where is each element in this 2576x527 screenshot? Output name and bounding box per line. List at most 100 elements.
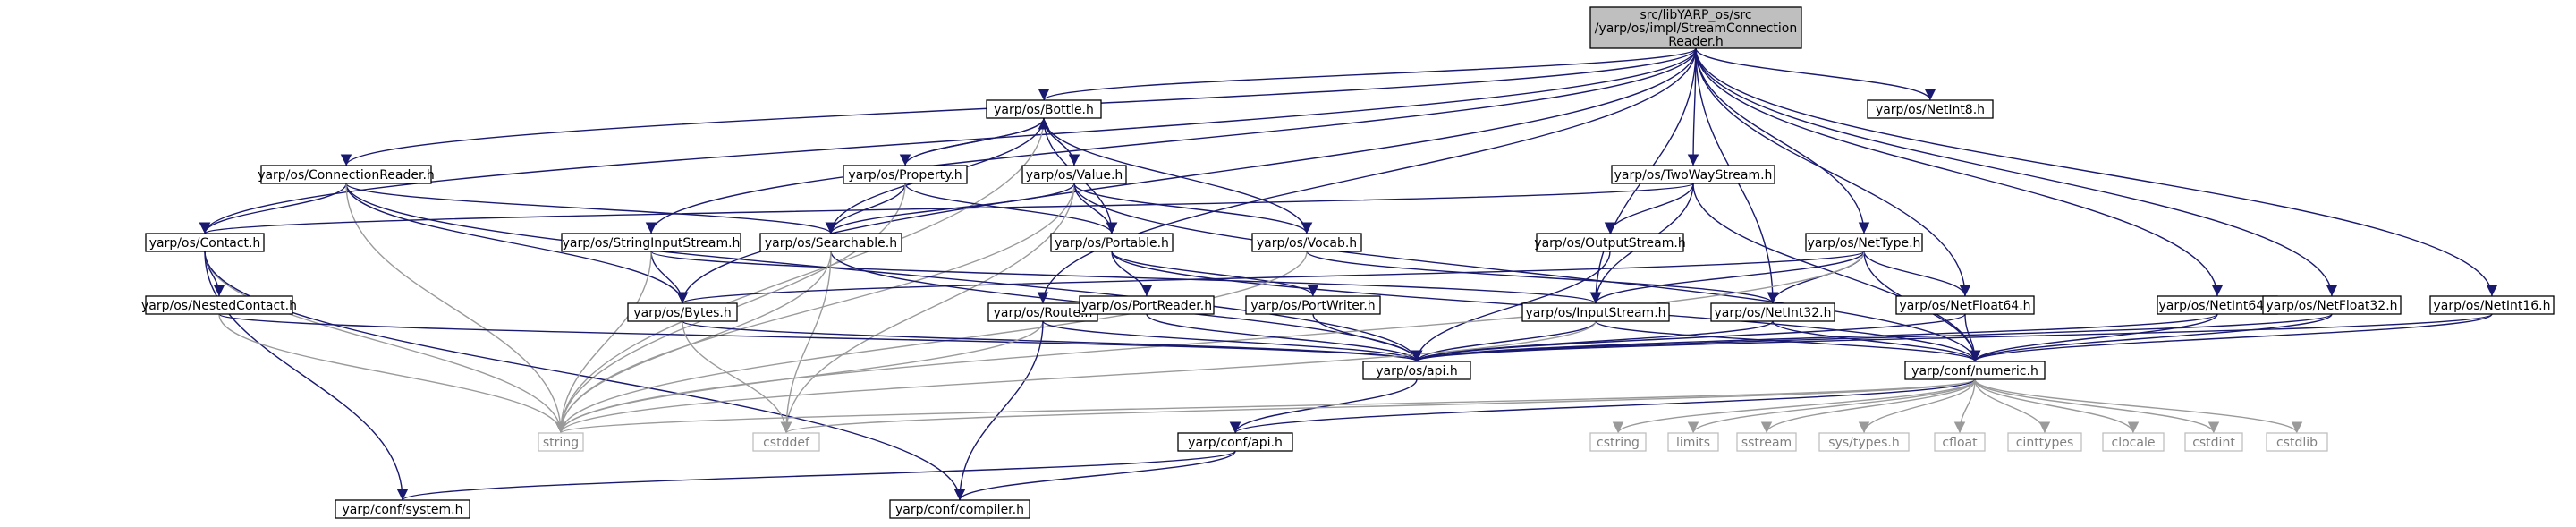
edge-inputstream-to-string — [555, 320, 1597, 434]
edge-property-to-portable — [904, 183, 1118, 234]
edge-nested-to-osapi — [218, 313, 1422, 362]
node-portable-box — [1050, 233, 1174, 252]
node-system-label-0: yarp/conf/system.h — [343, 503, 463, 517]
node-cfloat-box — [1934, 432, 1986, 452]
edge-numeric-to-cstdlib — [1974, 378, 2303, 434]
node-sstream-box — [1736, 432, 1797, 452]
edge-searchable-to-cstddef — [780, 251, 832, 434]
node-netint32-box — [1710, 302, 1835, 322]
edge-confapi-to-compiler — [953, 450, 1236, 501]
edge-numeric-to-cstdint — [1974, 378, 2220, 434]
node-connreader[interactable]: yarp/os/ConnectionReader.h — [258, 165, 435, 184]
edge-osapi-to-confapi — [1229, 378, 1418, 434]
node-clocale-box — [2102, 432, 2165, 452]
edge-bottle-to-string — [555, 117, 1045, 434]
node-confapi[interactable]: yarp/conf/api.h — [1177, 432, 1293, 452]
node-netfloat32[interactable]: yarp/os/NetFloat32.h — [2262, 295, 2402, 315]
edge-inputstream-to-osapi — [1411, 320, 1597, 362]
edge-portable-to-portwriter — [1111, 251, 1319, 297]
node-netint16[interactable]: yarp/os/NetInt16.h — [2429, 295, 2555, 315]
node-systypes-label-0: sys/types.h — [1828, 436, 1899, 450]
edge-route-to-string — [555, 320, 1044, 434]
node-searchable-label-0: yarp/os/Searchable.h — [765, 236, 897, 251]
edge-route-to-compiler — [953, 320, 1044, 501]
node-cstring: cstring — [1589, 432, 1647, 452]
node-clocale: clocale — [2102, 432, 2165, 452]
edge-netfloat32-to-osapi — [1411, 313, 2333, 362]
node-outstream[interactable]: yarp/os/OutputStream.h — [1534, 233, 1686, 252]
node-nettype-label-0: yarp/os/NetType.h — [1808, 236, 1921, 251]
node-cstdint-box — [2184, 432, 2243, 452]
edge-netfloat64-to-numeric — [1964, 313, 1981, 362]
node-numeric[interactable]: yarp/conf/numeric.h — [1904, 361, 2046, 380]
node-netint8[interactable]: yarp/os/NetInt8.h — [1867, 99, 1994, 119]
edge-value-to-vocab — [1073, 183, 1313, 234]
node-string-box — [538, 432, 584, 452]
node-portwriter[interactable]: yarp/os/PortWriter.h — [1245, 295, 1381, 315]
edge-bytes-to-cstddef — [682, 320, 792, 434]
edge-root-to-netint64 — [1695, 47, 2224, 297]
node-contact[interactable]: yarp/os/Contact.h — [145, 233, 265, 252]
edge-connreader-to-osapi — [345, 183, 1423, 362]
node-compiler[interactable]: yarp/conf/compiler.h — [889, 499, 1030, 519]
node-portable[interactable]: yarp/os/Portable.h — [1050, 233, 1174, 252]
edge-portreader-to-osapi — [1146, 313, 1423, 362]
edge-nettype-to-inputstream — [1589, 251, 1865, 304]
node-cstddef-label-0: cstddef — [763, 436, 810, 450]
node-cstdint: cstdint — [2184, 432, 2243, 452]
edge-strinput-to-inputstream — [650, 251, 1601, 304]
node-portreader[interactable]: yarp/os/PortReader.h — [1079, 295, 1215, 315]
edge-netint16-to-osapi — [1411, 313, 2493, 362]
edge-twoway-to-contact — [199, 183, 1694, 234]
node-cstddef: cstddef — [752, 432, 820, 452]
edge-vocab-to-netint32 — [1306, 251, 1779, 304]
node-root-label-0: src/libYARP_os/src — [1640, 8, 1751, 22]
node-bytes[interactable]: yarp/os/Bytes.h — [627, 302, 738, 322]
node-bytes-box — [627, 302, 738, 322]
node-netint16-label-0: yarp/os/NetInt16.h — [2433, 299, 2550, 313]
node-twoway-label-0: yarp/os/TwoWayStream.h — [1614, 168, 1773, 183]
node-value[interactable]: yarp/os/Value.h — [1021, 165, 1127, 184]
edge-root-to-strinput — [645, 47, 1697, 234]
edge-nested-to-string — [218, 313, 567, 434]
node-confapi-label-0: yarp/conf/api.h — [1188, 436, 1283, 450]
node-compiler-label-0: yarp/conf/compiler.h — [895, 503, 1024, 517]
node-systypes-box — [1818, 432, 1910, 452]
node-twoway[interactable]: yarp/os/TwoWayStream.h — [1611, 165, 1775, 184]
node-inputstream-label-0: yarp/os/InputStream.h — [1525, 306, 1665, 320]
node-nested[interactable]: yarp/os/NestedContact.h — [141, 295, 297, 315]
node-netint32[interactable]: yarp/os/NetInt32.h — [1710, 302, 1835, 322]
edge-numeric-to-confapi — [1230, 378, 1976, 434]
node-nettype[interactable]: yarp/os/NetType.h — [1805, 233, 1923, 252]
edge-numeric-to-systypes — [1858, 378, 1976, 434]
node-numeric-label-0: yarp/conf/numeric.h — [1911, 364, 2038, 378]
node-root[interactable]: src/libYARP_os/src/yarp/os/impl/StreamCo… — [1589, 6, 1802, 49]
node-cstring-label-0: cstring — [1597, 436, 1640, 450]
edge-bottle-to-vocab — [1043, 117, 1313, 234]
node-netint16-box — [2429, 295, 2555, 315]
node-osapi[interactable]: yarp/os/api.h — [1362, 361, 1471, 380]
node-system[interactable]: yarp/conf/system.h — [335, 499, 470, 519]
node-netint32-label-0: yarp/os/NetInt32.h — [1714, 306, 1831, 320]
node-property[interactable]: yarp/os/Property.h — [843, 165, 968, 184]
edge-route-to-osapi — [1042, 320, 1423, 362]
node-searchable[interactable]: yarp/os/Searchable.h — [759, 233, 902, 252]
edge-twoway-to-outstream — [1604, 183, 1694, 234]
node-strinput-box — [561, 233, 741, 252]
node-searchable-box — [759, 233, 902, 252]
node-cinttypes-label-0: cinttypes — [2016, 436, 2074, 450]
node-vocab[interactable]: yarp/os/Vocab.h — [1251, 233, 1362, 252]
node-route-label-0: yarp/os/Route.h — [994, 306, 1093, 320]
node-inputstream[interactable]: yarp/os/InputStream.h — [1521, 302, 1670, 322]
node-netint64[interactable]: yarp/os/NetInt64.h — [2157, 295, 2278, 315]
node-netfloat64[interactable]: yarp/os/NetFloat64.h — [1895, 295, 2035, 315]
node-netfloat32-box — [2262, 295, 2402, 315]
edge-inputstream-to-numeric — [1595, 320, 1981, 362]
node-inputstream-box — [1521, 302, 1670, 322]
edge-netint16-to-numeric — [1970, 313, 2493, 362]
node-strinput[interactable]: yarp/os/StringInputStream.h — [561, 233, 741, 252]
edge-contact-to-nested — [204, 251, 225, 297]
node-value-box — [1021, 165, 1127, 184]
node-bottle[interactable]: yarp/os/Bottle.h — [986, 99, 1102, 119]
